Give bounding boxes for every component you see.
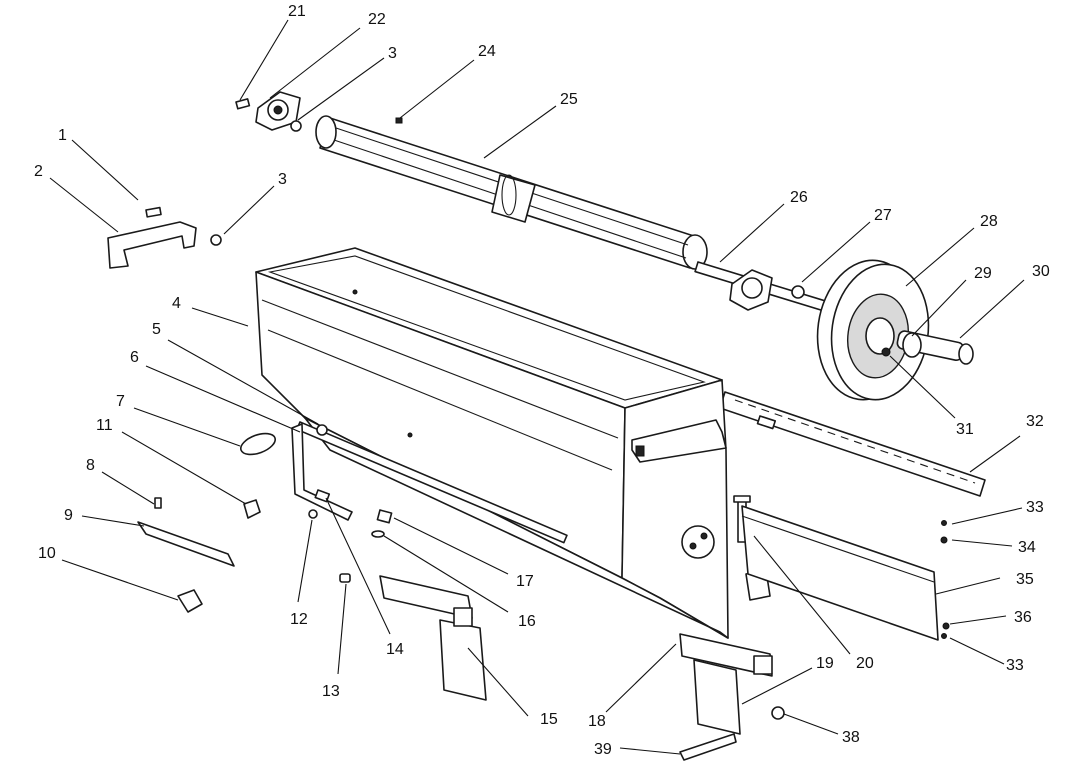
callout-15: 15 xyxy=(540,711,558,728)
callout-8: 8 xyxy=(86,457,95,474)
screw-36 xyxy=(942,622,950,630)
callout-39: 39 xyxy=(594,741,612,758)
handle-bracket xyxy=(107,221,197,269)
screw-21 xyxy=(235,98,251,110)
callout-38: 38 xyxy=(842,729,860,746)
washer-12 xyxy=(308,509,318,519)
callout-35: 35 xyxy=(1016,571,1034,588)
hopper xyxy=(255,247,729,639)
mount-bracket-left xyxy=(379,575,487,701)
handle-right xyxy=(631,419,727,463)
callout-31: 31 xyxy=(956,421,974,438)
roller-shaft xyxy=(315,115,833,314)
bolt-17 xyxy=(376,509,393,524)
callout-27: 27 xyxy=(874,207,892,224)
knob xyxy=(240,432,276,456)
callout-16: 16 xyxy=(518,613,536,630)
callout-30: 30 xyxy=(1032,263,1050,280)
washer-16 xyxy=(371,530,385,538)
callout-32: 32 xyxy=(1026,413,1044,430)
callout-28: 28 xyxy=(980,213,998,230)
washer-34 xyxy=(940,536,948,544)
callout-17: 17 xyxy=(516,573,534,590)
callout-1: 1 xyxy=(58,127,67,144)
callout-25: 25 xyxy=(560,91,578,108)
callout-2: 2 xyxy=(34,163,43,180)
callout-21: 21 xyxy=(288,3,306,20)
screw-8 xyxy=(154,497,162,509)
callout-34: 34 xyxy=(1018,539,1036,556)
setscrew-24 xyxy=(395,117,403,124)
setscrew-31 xyxy=(881,347,891,357)
nut-33-bottom xyxy=(941,633,947,639)
callout-14: 14 xyxy=(386,641,404,658)
deflector xyxy=(741,505,939,641)
callout-7: 7 xyxy=(116,393,125,410)
gate-arm xyxy=(291,423,353,521)
callout-33-bottom: 33 xyxy=(1006,657,1024,674)
callout-12: 12 xyxy=(290,611,308,628)
callout-26: 26 xyxy=(790,189,808,206)
agitator-bar xyxy=(719,391,986,497)
strap-9 xyxy=(137,521,235,567)
callout-3-top: 3 xyxy=(388,45,397,62)
nut-3-left xyxy=(210,234,222,246)
bolt-39 xyxy=(679,733,737,761)
bolt-1 xyxy=(145,206,162,218)
nut-3-top xyxy=(290,120,302,132)
callout-22: 22 xyxy=(368,11,386,28)
callout-24: 24 xyxy=(478,43,496,60)
callout-13: 13 xyxy=(322,683,340,700)
nut-38 xyxy=(771,706,785,720)
callout-20: 20 xyxy=(856,655,874,672)
callout-11: 11 xyxy=(96,417,113,434)
callout-4: 4 xyxy=(172,295,181,312)
hub-29-30 xyxy=(896,330,974,365)
nut-33-top xyxy=(941,520,947,526)
callout-labels: 21 22 3 24 25 1 2 3 26 27 28 29 30 31 32… xyxy=(34,3,1050,758)
bearing-flange-left xyxy=(255,91,301,131)
callout-9: 9 xyxy=(64,507,73,524)
knob-10 xyxy=(177,589,203,613)
fastener-11 xyxy=(243,499,261,519)
callout-19: 19 xyxy=(816,655,834,672)
nut-27 xyxy=(791,285,805,299)
leader-lines xyxy=(49,19,1025,755)
callout-3-left: 3 xyxy=(278,171,287,188)
callout-5: 5 xyxy=(152,321,161,338)
nut-13 xyxy=(339,573,351,583)
callout-33-top: 33 xyxy=(1026,499,1044,516)
callout-6: 6 xyxy=(130,349,139,366)
callout-10: 10 xyxy=(38,545,56,562)
mount-bracket-right xyxy=(679,633,773,735)
callout-18: 18 xyxy=(588,713,606,730)
bearing-flange-right xyxy=(729,269,773,311)
callout-29: 29 xyxy=(974,265,992,282)
callout-36: 36 xyxy=(1014,609,1032,626)
